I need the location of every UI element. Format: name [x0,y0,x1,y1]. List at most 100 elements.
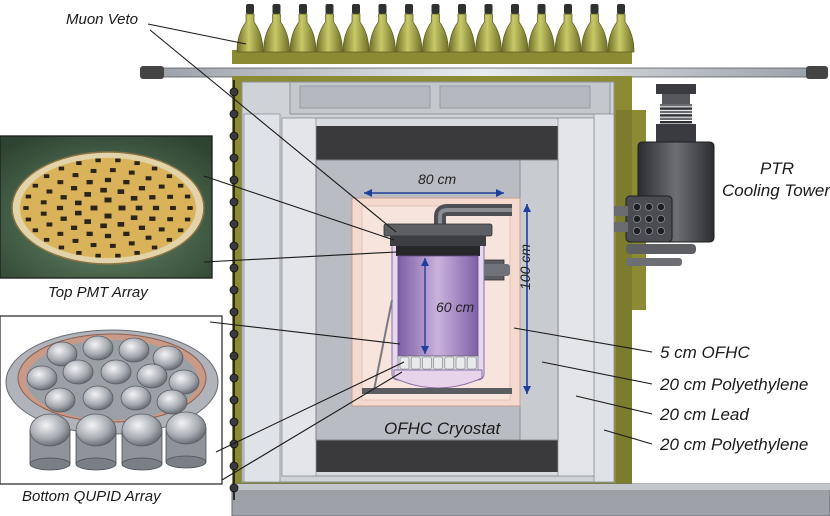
pmt-square [57,180,64,185]
muon-veto-cones [236,4,635,53]
veto-cone [607,4,635,53]
veto-cone [422,4,449,53]
label-muon-veto: Muon Veto [66,11,138,28]
pmt-square [95,253,101,258]
qupid-dome [165,411,207,469]
pmt-square [58,166,65,171]
veto-cone [448,4,476,53]
bottom-qupid-array-render [0,315,223,485]
pmt-square [167,217,174,222]
chain-link [229,417,239,427]
arrow-80cm [364,189,504,197]
pmt-square [158,184,165,189]
qupid-dome [46,341,78,367]
qupid-dome [100,359,132,385]
veto-cone [501,4,529,53]
flange-bolt [657,202,666,211]
chain-link [229,373,239,383]
chain-link [229,241,239,251]
pmt-square [145,235,152,240]
leader-lines [147,23,653,481]
flange-bolt [657,226,666,235]
pmt-square [74,210,82,216]
label-60cm: 60 cm [436,299,475,315]
arrow-100cm [523,204,531,394]
pmt-square [123,179,130,185]
top-pmt-array-photo [0,135,213,279]
label-100cm: 100 cm [517,244,533,290]
pmt-square [86,179,93,185]
pmt-square [115,253,121,258]
qupid-dome [44,387,76,413]
flange-bolt [645,202,654,211]
veto-cone [342,4,370,53]
pmt-square [104,213,112,219]
pmt-square [134,250,140,255]
pmt-square [72,238,79,243]
pmt-square [187,206,193,210]
chain-link [229,351,239,361]
qupid-dome [26,365,58,391]
label-80cm: 80 cm [418,171,457,187]
chain-link [229,153,239,163]
pmt-square [118,205,126,211]
pmt-square [84,192,91,197]
chain-link [229,197,239,207]
pmt-square [152,205,160,211]
label-ptr: PTR [760,159,794,178]
veto-cone [316,4,343,53]
pmt-square [57,231,64,236]
qupid-dome [75,413,117,471]
pmt-square [104,233,112,239]
bottom-pmt-unit [399,356,410,370]
label-20cm-polyethylene-2: 20 cm Polyethylene [660,435,809,454]
chain-link [229,263,239,273]
veto-cone [369,4,396,53]
bottom-pmt-unit [410,356,421,370]
veto-cone [289,4,317,53]
qupid-dome [82,385,114,411]
label-ofhc-cryostat: OFHC Cryostat [384,419,501,438]
pmt-square [58,245,65,250]
pmt-square [43,237,50,242]
chain-link [229,87,239,97]
label-cooling-tower: Cooling Tower [722,181,830,200]
chain-link [229,307,239,317]
flange-bolt [645,226,654,235]
pmt-square [135,205,143,211]
pmt-square [158,227,165,232]
ptr-cooling-tower [614,84,715,310]
qupid-dome [121,413,163,471]
pmt-square [90,168,97,173]
pmt-square [177,228,184,233]
pmt-square [166,237,173,242]
pmt-square [130,215,138,221]
bottom-pmt-unit [444,356,455,370]
bottom-pmt-unit [422,356,432,370]
pmt-square [134,161,140,166]
qupid-dome [156,389,188,415]
bottom-pmt-unit [455,356,466,370]
pmt-square [109,168,116,173]
pmt-square [184,194,191,199]
veto-cone [263,4,290,53]
qupid-dome [168,369,200,395]
muon-veto-panel [232,50,632,64]
qupid-dome [120,385,152,411]
floor-platform [231,483,830,516]
pmt-square [32,228,39,233]
cryostat [362,223,512,394]
pmt-square [167,194,174,199]
veto-cone [475,4,502,53]
bottom-pmt-units [399,356,477,370]
label-bottom-qupid-array: Bottom QUPID Array [22,488,161,505]
flange-bolt [657,214,666,223]
pmt-square [109,243,116,248]
chain-link [229,175,239,185]
chain-link [229,329,239,339]
pmt-square [123,231,130,237]
pmt-square [104,177,112,183]
pmt-square [23,206,29,210]
chain-link [229,131,239,141]
pmt-square [177,183,184,188]
